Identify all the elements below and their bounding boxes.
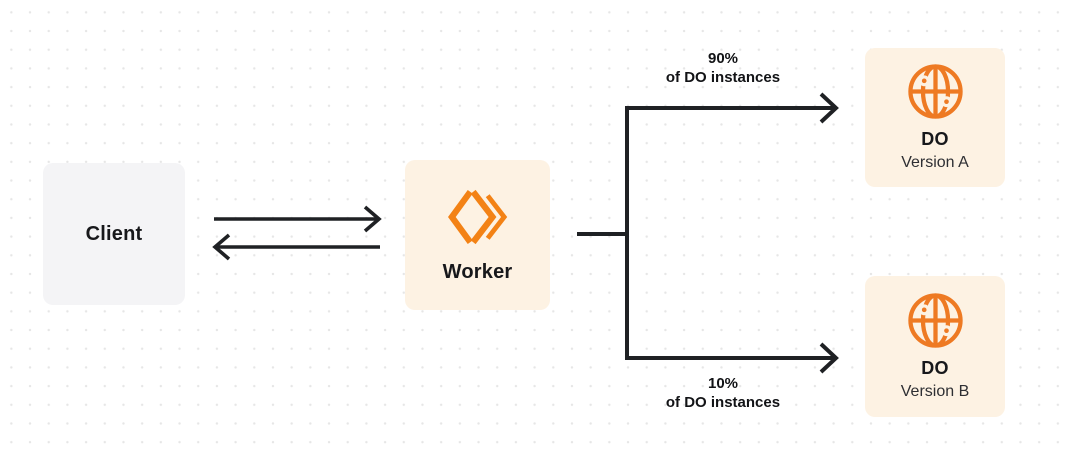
branch-label-90-percent: 90% of DO instances xyxy=(613,49,833,87)
do-a-version-label: Version A xyxy=(901,154,969,171)
worker-node-label: Worker xyxy=(442,261,513,283)
branch-label-10-line1: 10% xyxy=(707,375,739,392)
client-to-worker-arrow xyxy=(214,205,382,233)
do-a-title: DO xyxy=(921,129,949,149)
client-node: Client xyxy=(43,163,185,305)
cloudflare-workers-icon xyxy=(447,186,509,248)
branch-label-10-percent: 10% of DO instances xyxy=(613,374,833,412)
do-b-title: DO xyxy=(921,358,949,378)
branch-label-10-line2: of DO instances xyxy=(665,394,781,411)
durable-object-globe-icon xyxy=(907,63,964,120)
worker-split-tree xyxy=(577,92,839,374)
do-version-a-node: DO Version A xyxy=(865,48,1005,187)
durable-object-globe-icon xyxy=(907,292,964,349)
do-b-version-label: Version B xyxy=(900,383,970,400)
branch-label-90-line2: of DO instances xyxy=(665,69,781,86)
client-node-label: Client xyxy=(85,222,143,245)
branch-label-90-line1: 90% xyxy=(707,50,739,67)
worker-to-client-arrow xyxy=(212,233,380,261)
worker-node: Worker xyxy=(405,160,550,310)
do-version-b-node: DO Version B xyxy=(865,276,1005,417)
